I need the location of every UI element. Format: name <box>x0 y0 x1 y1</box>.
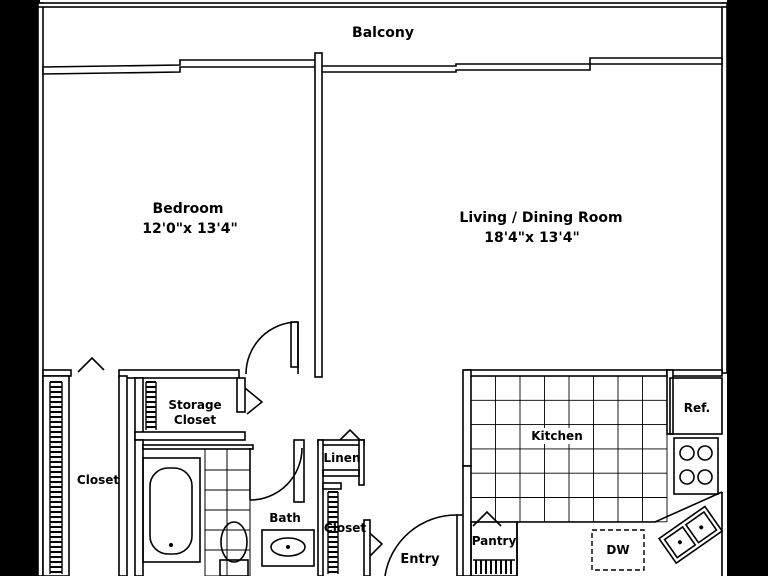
dishwasher <box>591 529 645 571</box>
bath-closet-rail <box>327 491 339 574</box>
closet-door-marker <box>77 356 105 373</box>
balcony-label: Balcony <box>352 25 414 41</box>
bath-label: Bath <box>269 511 301 525</box>
kitchen-sink <box>657 505 724 565</box>
linen-label: Linen <box>324 451 361 465</box>
living-room-size-label: 18'4"x 13'4" <box>484 230 580 246</box>
bedroom-size-label: 12'0"x 13'4" <box>142 221 238 237</box>
storage-closet-label-line1: Storage <box>168 398 221 412</box>
bath-floor-tiles <box>204 448 251 576</box>
stove <box>673 437 719 495</box>
plan-background <box>40 0 728 576</box>
living-room-label: Living / Dining Room <box>459 210 622 226</box>
bedroom-door-swing <box>245 321 299 375</box>
bath-sink <box>261 529 315 567</box>
left-margin <box>0 0 38 576</box>
refrigerator <box>669 377 723 435</box>
closet-shelf-rail <box>49 381 63 574</box>
storage-closet-label-line2: Closet <box>174 413 216 427</box>
linen-closet <box>322 428 361 477</box>
closet-label-left: Closet <box>77 473 119 487</box>
kitchen-label: Kitchen <box>531 429 583 443</box>
toilet <box>219 521 249 576</box>
pantry-shelf-rail <box>473 559 515 574</box>
closet-label-bath: Closet <box>324 521 366 535</box>
left-closet <box>42 375 128 576</box>
storage-shelf-rail <box>145 381 157 430</box>
pantry-label: Pantry <box>472 534 517 548</box>
bath-walls <box>134 439 365 576</box>
bath-door-swing <box>249 447 303 501</box>
entry-label: Entry <box>400 552 440 567</box>
bedroom-label: Bedroom <box>153 201 224 217</box>
dishwasher-label: DW <box>606 543 629 557</box>
right-margin <box>727 0 768 576</box>
storage-closet-walls <box>134 377 264 441</box>
pantry <box>470 510 518 576</box>
kitchen-label-bg <box>528 428 586 444</box>
kitchen-floor-tiles <box>470 375 668 523</box>
refrigerator-label: Ref. <box>684 401 711 415</box>
bathtub <box>142 457 201 563</box>
